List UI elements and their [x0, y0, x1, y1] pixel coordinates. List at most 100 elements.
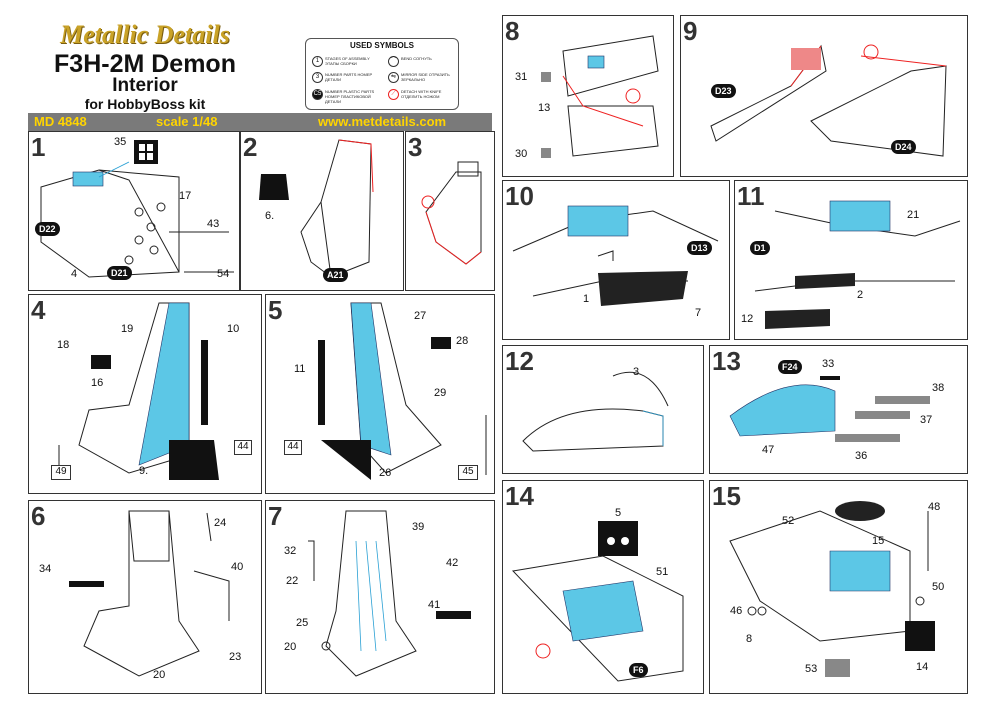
part-label: 45	[458, 465, 478, 480]
scale-text: scale 1/48	[156, 114, 218, 129]
part-label: 22	[286, 575, 299, 587]
part-label: 42	[446, 557, 459, 569]
part-label: 38	[932, 382, 945, 394]
step-panel-10: 10 1 7 D13	[502, 180, 730, 340]
part-label: 54	[217, 268, 230, 280]
step-number: 9	[683, 16, 698, 46]
part-label: 21	[907, 209, 920, 221]
step-7-drawing	[308, 510, 471, 677]
step-14-drawing	[511, 521, 684, 682]
kit-note: for HobbyBoss kit	[84, 96, 206, 112]
plastic-part-label: F6	[629, 663, 648, 677]
part-label: 28	[456, 335, 469, 347]
part-label: 24	[214, 517, 227, 529]
part-label: 1	[583, 293, 590, 305]
part-label: 51	[656, 566, 669, 578]
step-9-drawing	[710, 44, 947, 157]
step-panel-5: 5 27 28 29 11 44 26 45	[265, 294, 495, 494]
step-panel-9: 9 D23 D24	[680, 15, 968, 177]
bend-icon: ⌒	[388, 56, 399, 67]
stage-icon: 1	[312, 56, 323, 67]
part-label: 20	[284, 641, 297, 653]
symbol-text: MIRROR SIDE ОТРАЗИТЬ ЗЕРКАЛЬНО	[401, 72, 450, 82]
step-panel-15: 15 52 15 48 50 46 8 14 53	[709, 480, 968, 694]
step-number: 4	[31, 295, 46, 325]
step-panel-12: 12 3	[502, 345, 704, 474]
step-panel-11: 11 21 2 12 D1	[734, 180, 968, 340]
plastic-part-label: D13	[687, 241, 712, 255]
part-number-icon: 3	[312, 72, 323, 83]
part-label: 3	[633, 366, 640, 378]
plastic-part-label: D21	[107, 266, 132, 280]
part-label: 13	[538, 102, 551, 114]
info-banner: MD 4848 scale 1/48 www.metdetails.com	[28, 113, 492, 131]
part-label: 43	[207, 218, 220, 230]
part-label: 18	[57, 339, 70, 351]
part-label: 4	[71, 268, 78, 280]
symbol-text: NUMBER PLASTIC PARTS НОМЕР ПЛАСТИКОВОЙ Д…	[325, 89, 375, 104]
page-title: F3H-2M Demon	[54, 50, 236, 78]
step-panel-14: 14 5 51 F6	[502, 480, 704, 694]
brand-logo: Metallic Details	[60, 20, 230, 49]
part-label: 30	[515, 148, 528, 160]
step-3-drawing	[421, 161, 482, 265]
plastic-part-label: D23	[711, 84, 736, 98]
part-label: 6.	[265, 210, 275, 222]
step-panel-1: 1 35 17 43 4 54 D22 D21	[28, 131, 240, 291]
step-number: 2	[243, 132, 258, 162]
page-subtitle: Interior	[112, 75, 178, 96]
part-label: 46	[730, 605, 743, 617]
symbol-text: NUMBER PARTS НОМЕР ДЕТАЛИ	[325, 72, 373, 82]
part-label: 33	[822, 358, 835, 370]
step-number: 14	[505, 481, 534, 511]
part-label: 36	[855, 450, 868, 462]
part-label: 44	[234, 440, 252, 455]
plastic-part-label: F24	[778, 360, 802, 374]
step-number: 6	[31, 501, 46, 531]
step-number: 12	[505, 346, 534, 376]
part-label: 37	[920, 414, 933, 426]
part-label: 25	[296, 617, 309, 629]
step-4-drawing	[58, 302, 219, 480]
part-label: 32	[284, 545, 297, 557]
part-label: 2	[857, 289, 864, 301]
part-label: 47	[762, 444, 775, 456]
step-panel-6: 6 24 40 34 23 20	[28, 500, 262, 694]
product-code: MD 4848	[34, 114, 87, 129]
plastic-part-label: A21	[323, 268, 348, 282]
symbols-legend: USED SYMBOLS 1 STAGES OF ASSEMBLY ЭТАПЫ …	[305, 38, 459, 110]
website-text: www.metdetails.com	[318, 114, 447, 129]
step-number: 10	[505, 181, 534, 211]
step-panel-13: 13 33 38 37 36 47 F24	[709, 345, 968, 474]
part-label: 29	[434, 387, 447, 399]
part-label: 11	[294, 363, 306, 375]
step-panel-7: 7 39 32 42 22 41 25 20	[265, 500, 495, 694]
part-label: 17	[179, 190, 192, 202]
part-label: 16	[91, 377, 104, 389]
part-label: 14	[916, 661, 929, 673]
step-number: 7	[268, 501, 283, 531]
part-label: 52	[782, 515, 795, 527]
plastic-part-label: D22	[35, 222, 60, 236]
step-number: 15	[712, 481, 741, 511]
part-label: 49	[51, 465, 71, 480]
part-label: 41	[428, 599, 441, 611]
step-panel-4: 4 19 18 16 10 9. 44 49	[28, 294, 262, 494]
part-label: 9.	[139, 465, 149, 477]
part-label: 48	[928, 501, 941, 513]
step-number: 3	[408, 132, 423, 162]
symbols-title: USED SYMBOLS	[349, 41, 414, 50]
step-panel-8: 8 31 13 30	[502, 15, 674, 177]
part-label: 15	[872, 535, 885, 547]
plastic-part-label: D1	[750, 241, 770, 255]
part-label: 19	[121, 323, 134, 335]
symbol-text: DETACH WITH KNIFE ОТДЕЛИТЬ НОЖОМ	[401, 89, 442, 99]
part-label: 31	[515, 71, 528, 83]
part-label: 50	[932, 581, 945, 593]
part-label: 26	[379, 467, 392, 479]
part-label: 53	[805, 663, 818, 675]
part-label: 8	[746, 633, 753, 645]
mirror-icon: ⇋	[388, 72, 399, 83]
step-1-drawing	[40, 140, 234, 278]
knife-icon: ⟋	[388, 89, 399, 100]
